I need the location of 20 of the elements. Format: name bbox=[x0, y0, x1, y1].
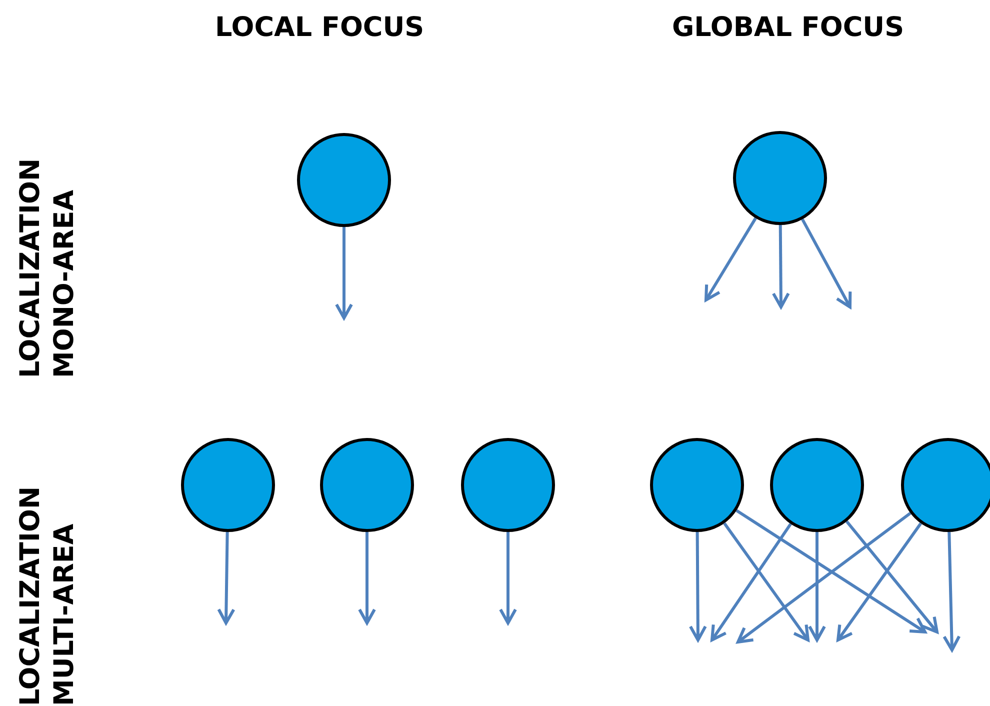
arrow bbox=[772, 224, 790, 308]
arrow bbox=[836, 522, 922, 642]
row-heading: LOCALIZATION MONO-AREA bbox=[14, 157, 81, 378]
arrow bbox=[723, 522, 810, 642]
arrow bbox=[736, 509, 926, 634]
arrow bbox=[499, 532, 517, 624]
arrow bbox=[808, 532, 826, 642]
row-heading: LOCALIZATION MULTI-AREA bbox=[14, 485, 81, 706]
arrow bbox=[736, 512, 912, 644]
arrow bbox=[217, 532, 236, 624]
arrow bbox=[942, 532, 961, 652]
arrow bbox=[358, 532, 376, 624]
arrow bbox=[704, 217, 757, 302]
arrow bbox=[801, 218, 852, 308]
arrow bbox=[710, 523, 792, 642]
column-heading: LOCAL FOCUS bbox=[215, 12, 424, 43]
arrow bbox=[688, 532, 707, 642]
arrow bbox=[846, 520, 938, 634]
column-heading: GLOBAL FOCUS bbox=[672, 12, 904, 43]
arrow bbox=[335, 227, 353, 320]
